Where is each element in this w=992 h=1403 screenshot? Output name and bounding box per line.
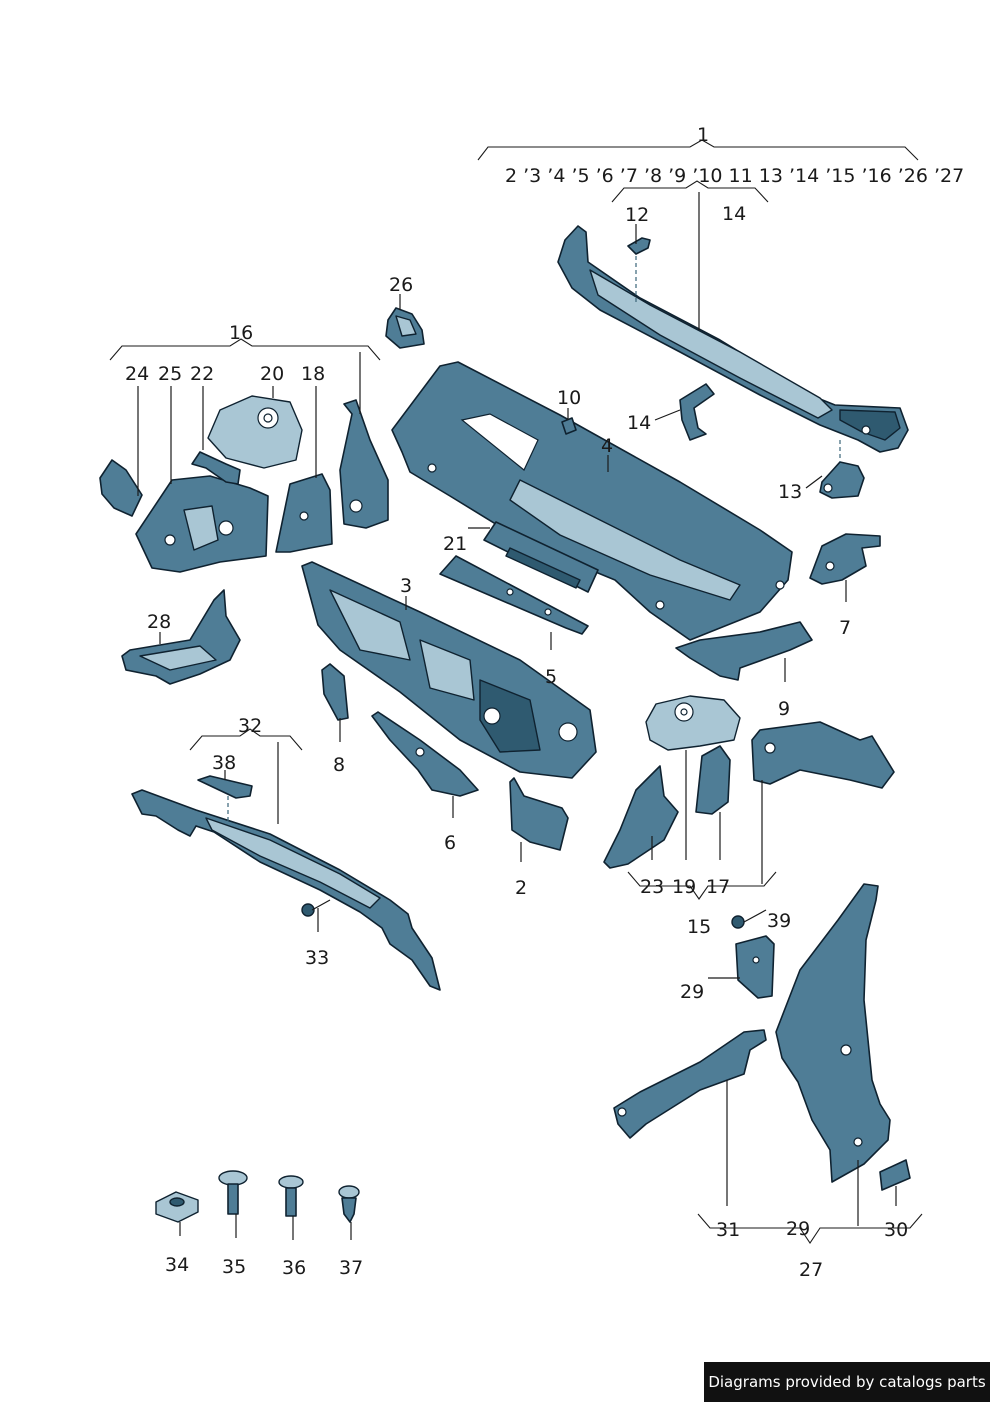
- part-38-clip: [197, 775, 253, 822]
- label-14-lower: 14: [627, 412, 651, 434]
- part-36-screw: [278, 1175, 304, 1217]
- bracket-group-11: [611, 180, 769, 203]
- part-9-reinforcement: [675, 621, 813, 681]
- label-39: 39: [767, 910, 791, 932]
- part-28-panel: [121, 589, 241, 685]
- part-14-bracket: [679, 383, 715, 441]
- part-20-strut-tower: [207, 395, 303, 469]
- label-22: 22: [190, 363, 214, 385]
- label-9: 9: [778, 698, 790, 720]
- label-38: 38: [212, 752, 236, 774]
- label-15: 15: [687, 916, 711, 938]
- part-26-bracket: [385, 307, 425, 349]
- label-12: 12: [625, 204, 649, 226]
- bracket-group-27: [697, 1213, 923, 1244]
- label-14-upper: 14: [722, 203, 746, 225]
- label-29-upper: 29: [680, 981, 704, 1003]
- part-23-panel: [603, 765, 679, 869]
- bracket-group-16: [109, 338, 381, 361]
- leader-lines: [137, 192, 897, 1240]
- part-30-pad: [879, 1159, 911, 1191]
- part-4-plenum-panel: [391, 361, 793, 641]
- label-32: 32: [238, 715, 262, 737]
- part-24-bracket: [99, 459, 143, 517]
- part-5-bar: [439, 555, 589, 635]
- part-29-bracket: [735, 935, 775, 999]
- part-11-crossmember: [557, 225, 909, 453]
- label-6: 6: [444, 832, 456, 854]
- label-17: 17: [706, 876, 730, 898]
- label-33: 33: [305, 947, 329, 969]
- part-13-bracket: [819, 440, 865, 499]
- label-27: 27: [799, 1259, 823, 1281]
- part-33-bolt: [301, 899, 331, 917]
- part-19-strut-tower: [645, 695, 741, 751]
- label-37: 37: [339, 1257, 363, 1279]
- part-39-bolt: [731, 915, 745, 929]
- part-7-bracket: [809, 533, 881, 585]
- part-35-screw: [218, 1170, 248, 1215]
- label-16: 16: [229, 322, 253, 344]
- label-29-lower: 29: [786, 1218, 810, 1240]
- label-30: 30: [884, 1219, 908, 1241]
- label-35: 35: [222, 1256, 246, 1278]
- callout-labels: 1 2 ’3 ’4 ’5 ’6 ’7 ’8 ’9 ’10 11 13 ’14 ’…: [125, 124, 964, 1281]
- part-12-clip: [627, 237, 651, 305]
- label-8: 8: [333, 754, 345, 776]
- label-19: 19: [672, 876, 696, 898]
- part-15-wheelhouse: [751, 721, 895, 789]
- part-3-bulkhead: [301, 561, 597, 779]
- label-5: 5: [545, 666, 557, 688]
- part-6-bracket: [371, 711, 479, 797]
- bracket-group-15: [627, 871, 777, 900]
- bracket-group-32: [189, 728, 303, 751]
- part-31-member: [613, 1029, 767, 1139]
- label-34: 34: [165, 1254, 189, 1276]
- label-23: 23: [640, 876, 664, 898]
- label-2: 2: [515, 877, 527, 899]
- part-16-longmember: [339, 399, 389, 529]
- label-18: 18: [301, 363, 325, 385]
- part-22-clip: [191, 451, 241, 485]
- label-21: 21: [443, 533, 467, 555]
- label-7: 7: [839, 617, 851, 639]
- label-25: 25: [158, 363, 182, 385]
- part-21-reinforcement: [483, 521, 599, 593]
- label-20: 20: [260, 363, 284, 385]
- part-2-bracket: [509, 777, 569, 851]
- label-24: 24: [125, 363, 149, 385]
- bracket-group-1: [477, 139, 919, 161]
- label-28: 28: [147, 611, 171, 633]
- part-27-pillar: [775, 883, 891, 1183]
- label-group1-components: 2 ’3 ’4 ’5 ’6 ’7 ’8 ’9 ’10 11 13 ’14 ’15…: [505, 165, 964, 187]
- label-36: 36: [282, 1257, 306, 1279]
- label-4: 4: [601, 435, 613, 457]
- part-10-clip: [561, 417, 577, 435]
- part-25-wheelhouse: [135, 475, 269, 573]
- part-34-nut: [155, 1191, 199, 1223]
- part-18-panel: [275, 473, 333, 553]
- label-3: 3: [400, 575, 412, 597]
- part-8-pad: [321, 663, 349, 721]
- part-17-panel: [695, 745, 731, 815]
- label-10: 10: [557, 387, 581, 409]
- credit-banner: Diagrams provided by catalogs parts: [704, 1362, 990, 1402]
- label-1: 1: [697, 124, 709, 146]
- part-37-clip: [338, 1185, 360, 1223]
- label-13: 13: [778, 481, 802, 503]
- label-26: 26: [389, 274, 413, 296]
- label-31: 31: [716, 1219, 740, 1241]
- part-32-crossmember: [131, 789, 441, 991]
